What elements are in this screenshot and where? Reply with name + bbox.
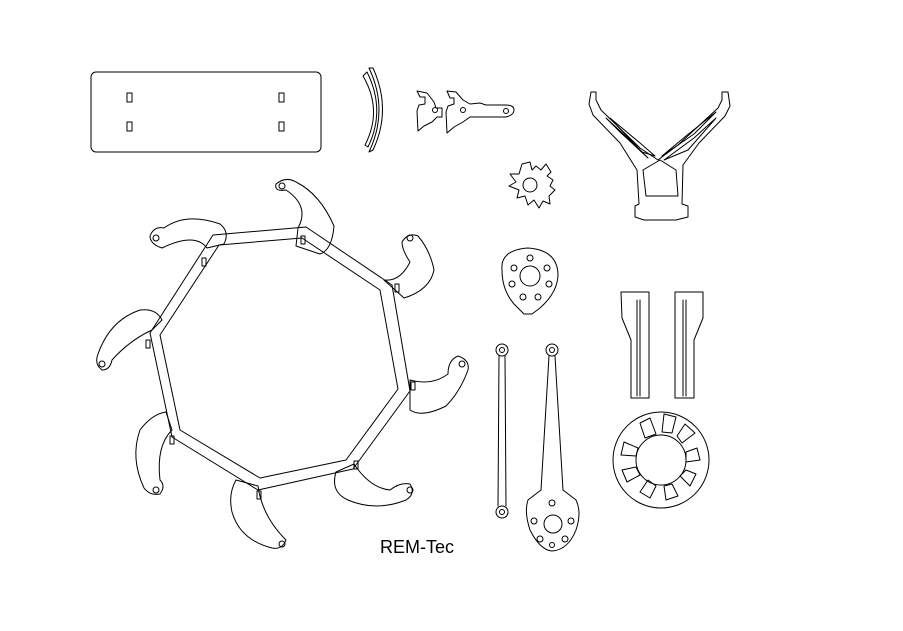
lever-bracket bbox=[445, 90, 515, 134]
clip-bracket bbox=[416, 90, 443, 132]
slotted-ring bbox=[612, 411, 710, 509]
hub-flange bbox=[501, 247, 559, 315]
link-rod bbox=[495, 343, 509, 519]
cog bbox=[508, 161, 556, 209]
brand-label: REM-Tec bbox=[380, 537, 455, 557]
curved-strip bbox=[362, 67, 383, 153]
post-right bbox=[674, 291, 704, 399]
lever-arm bbox=[525, 343, 580, 552]
y-frame bbox=[588, 91, 731, 221]
base-plate bbox=[90, 71, 322, 153]
post-left bbox=[620, 291, 650, 399]
paddle-ring bbox=[96, 178, 469, 549]
